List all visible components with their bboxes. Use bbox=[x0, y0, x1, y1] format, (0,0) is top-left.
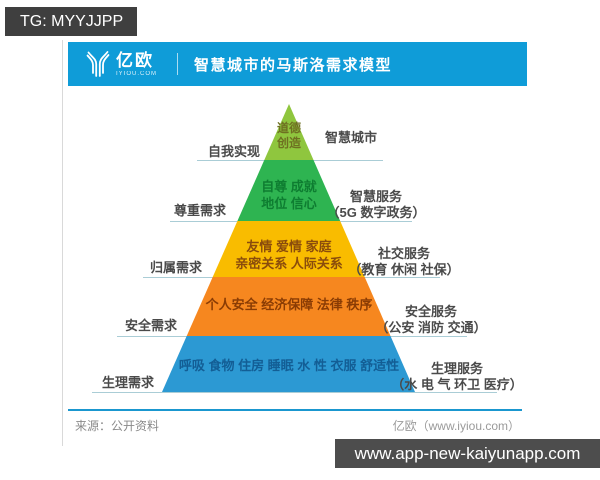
pyramid-level-belonging bbox=[212, 221, 365, 277]
service-label-line: 社交服务 bbox=[377, 246, 431, 261]
need-label-esteem: 尊重需求 bbox=[173, 203, 227, 218]
header-divider bbox=[177, 53, 179, 75]
source-note: 来源：公开资料 bbox=[75, 419, 160, 433]
level-content-line: 地位 信心 bbox=[261, 196, 317, 211]
pyramid-level-self-actualization bbox=[264, 104, 314, 160]
credit-note: 亿欧（www.iyiou.com） bbox=[392, 419, 520, 433]
level-content-line: 呼吸 食物 住房 睡眠 水 性 衣服 舒适性 bbox=[178, 358, 400, 373]
chart-header: 亿欧 IYIOU.COM 智慧城市的马斯洛需求模型 bbox=[68, 42, 527, 86]
need-label-self-actualization: 自我实现 bbox=[207, 144, 261, 159]
pyramid-level-safety bbox=[186, 277, 391, 336]
service-label-line: （教育 休闲 社保） bbox=[348, 262, 460, 277]
service-label-line: 智慧城市 bbox=[324, 130, 378, 145]
level-content-line: 友情 爱情 家庭 bbox=[246, 239, 332, 254]
service-label-physiological-services: 生理服务 （水 电 气 环卫 医疗） bbox=[391, 361, 522, 393]
page-title: 智慧城市的马斯洛需求模型 bbox=[194, 56, 393, 74]
level-content-line: 亲密关系 人际关系 bbox=[235, 256, 343, 271]
level-content-self-actualization: 道德 创造 bbox=[277, 121, 301, 151]
service-label-social-services: 社交服务 （教育 休闲 社保） bbox=[348, 246, 459, 278]
top-watermark-badge: TG: MYYJJPP bbox=[5, 7, 137, 36]
service-label-line: （5G 数字政务） bbox=[326, 205, 426, 220]
level-content-belonging: 友情 爱情 家庭 亲密关系 人际关系 bbox=[235, 238, 343, 272]
level-content-line: 个人安全 经济保障 法律 秩序 bbox=[205, 297, 373, 312]
level-content-line: 自尊 成就 bbox=[261, 179, 317, 194]
need-label-safety: 安全需求 bbox=[124, 318, 178, 333]
bottom-watermark-url: www.app-new-kaiyunapp.com bbox=[335, 439, 600, 468]
service-label-line: （水 电 气 环卫 医疗） bbox=[391, 377, 523, 392]
service-label-smart-services: 智慧服务 （5G 数字政务） bbox=[327, 189, 426, 221]
iyiou-logo-icon bbox=[86, 51, 110, 77]
level-content-line: 创造 bbox=[276, 136, 302, 150]
service-label-line: 生理服务 bbox=[430, 361, 484, 376]
card-left-border bbox=[62, 40, 63, 446]
service-label-line: 安全服务 bbox=[404, 304, 458, 319]
need-label-physiological: 生理需求 bbox=[101, 375, 155, 390]
pyramid-level-esteem bbox=[237, 160, 341, 221]
pyramid-level-physiological bbox=[162, 336, 415, 392]
level-content-physiological: 呼吸 食物 住房 睡眠 水 性 衣服 舒适性 bbox=[179, 357, 399, 374]
footer-divider-line bbox=[68, 409, 522, 411]
level-content-esteem: 自尊 成就 地位 信心 bbox=[261, 178, 317, 212]
level-content-safety: 个人安全 经济保障 法律 秩序 bbox=[206, 296, 373, 313]
service-label-line: （公安 消防 交通） bbox=[375, 320, 487, 335]
logo-subtext: IYIOU.COM bbox=[116, 70, 158, 77]
need-label-belonging: 归属需求 bbox=[149, 260, 203, 275]
service-label-line: 智慧服务 bbox=[349, 189, 402, 204]
service-label-safety-services: 安全服务 （公安 消防 交通） bbox=[375, 304, 486, 336]
service-label-smart-city: 智慧城市 bbox=[325, 130, 377, 146]
iyiou-logo: 亿欧 IYIOU.COM bbox=[84, 49, 157, 79]
logo-text: 亿欧 bbox=[116, 50, 154, 70]
level-content-line: 道德 bbox=[276, 121, 302, 135]
